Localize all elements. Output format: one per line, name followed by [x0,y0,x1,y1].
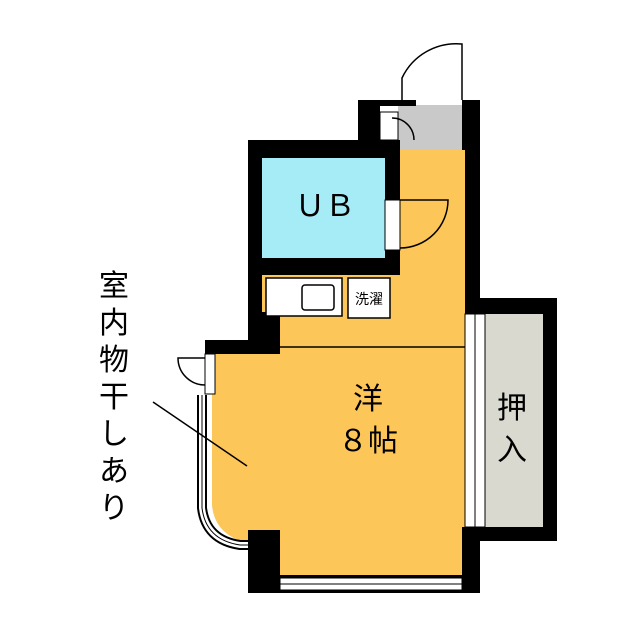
closet-floor [485,312,545,527]
washer-label: 洗濯 [355,292,383,308]
annotation-char: し [99,417,129,452]
annotation-char: 室 [99,269,129,304]
annotation-char: 内 [99,306,129,341]
bay-window-line [201,395,248,546]
annotation-char: 物 [99,343,129,378]
annotation-char: り [99,491,129,526]
kitchen-sink [301,284,335,311]
closet-label-2: 入 [497,433,527,468]
bath-door [384,199,401,251]
annotation-leader [152,401,248,467]
annotation-char: 干 [99,380,129,415]
western-room-size: ８帖 [338,424,398,459]
bathroom-floor [262,158,385,258]
entrance-floor [398,105,468,150]
entrance-door-jamb [379,111,399,141]
washer-space [347,277,391,319]
bay-door [204,353,216,395]
entrance-step-arc [391,117,415,141]
bath-door-swing [399,199,449,249]
entrance-door-swing [401,42,463,100]
annotation-char: あ [99,454,129,489]
closet-label-1: 押 [497,391,527,426]
drying-annotation: 室 内 物 干 し あ り [99,269,129,526]
western-room-label: 洋 [353,382,383,417]
bathroom-label: ＵＢ [295,189,355,224]
bay-door-swing [177,357,206,386]
bay-window-floor [212,345,262,540]
